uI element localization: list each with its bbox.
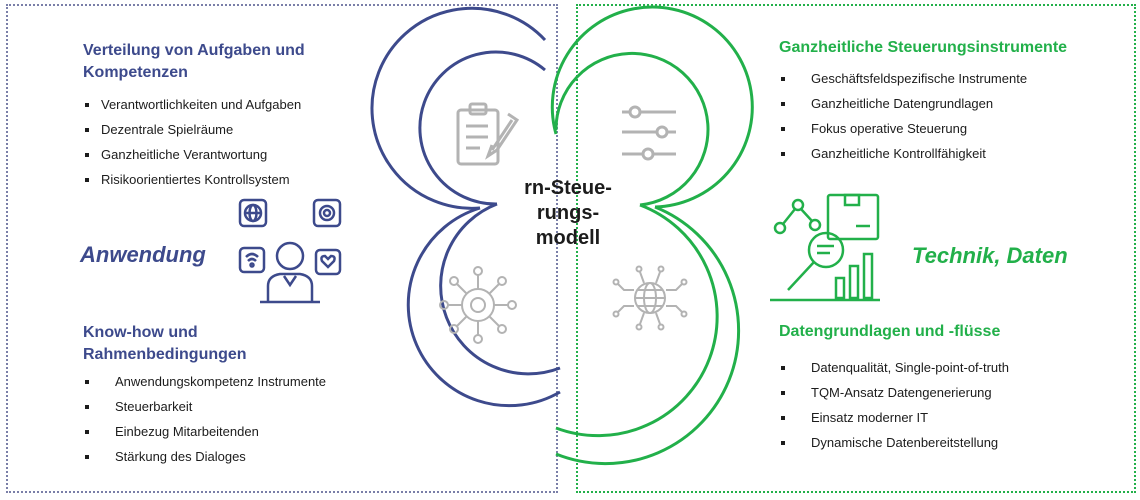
left-section2-title: Know-how und Rahmenbedingungen bbox=[83, 322, 247, 366]
list-item: TQM-Ansatz Datengenerierung bbox=[779, 380, 1009, 405]
list-item: Verantwortlichkeiten und Aufgaben bbox=[83, 92, 301, 117]
left-section2-list: Anwendungskompetenz Instrumente Steuerba… bbox=[83, 369, 326, 469]
right-panel-border bbox=[576, 4, 1136, 493]
left-section1-title-line2: Kompetenzen bbox=[83, 64, 188, 81]
center-model-label: rn-Steue- rungs- modell bbox=[488, 176, 648, 251]
list-item: Dezentrale Spielräume bbox=[83, 117, 301, 142]
list-item: Dynamische Datenbereitstellung bbox=[779, 430, 1009, 455]
sliders-icon bbox=[622, 105, 676, 161]
list-item: Anwendungskompetenz Instrumente bbox=[83, 369, 326, 394]
data-analysis-icon bbox=[770, 193, 880, 302]
list-item: Datenqualität, Single-point-of-truth bbox=[779, 355, 1009, 380]
right-section2-list: Datenqualität, Single-point-of-truth TQM… bbox=[779, 355, 1009, 455]
center-line2: rungs- bbox=[536, 202, 600, 224]
network-gear-icon bbox=[439, 266, 517, 344]
left-section1-list: Verantwortlichkeiten und Aufgaben Dezent… bbox=[83, 92, 301, 192]
right-section1-list: Geschäftsfeldspezifische Instrumente Gan… bbox=[779, 66, 1027, 166]
globe-circuit-icon bbox=[612, 265, 688, 331]
list-item: Ganzheitliche Verantwortung bbox=[83, 142, 301, 167]
left-section1-title-line1: Verteilung von Aufgaben und bbox=[83, 42, 305, 59]
left-section2-title-line1: Know-how und bbox=[83, 324, 198, 341]
left-label-anwendung: Anwendung bbox=[80, 242, 206, 267]
list-item: Steuerbarkeit bbox=[83, 394, 326, 419]
blue-left-shape bbox=[370, 6, 561, 408]
left-panel-border bbox=[6, 4, 558, 493]
right-section1-title: Ganzheitliche Steuerungsinstrumente bbox=[779, 39, 1068, 56]
list-item: Ganzheitliche Datengrundlagen bbox=[779, 91, 1027, 116]
list-item: Fokus operative Steuerung bbox=[779, 116, 1027, 141]
clipboard-pen-icon bbox=[456, 102, 520, 166]
list-item: Einsatz moderner IT bbox=[779, 405, 1009, 430]
list-item: Einbezug Mitarbeitenden bbox=[83, 419, 326, 444]
center-line3: modell bbox=[535, 227, 601, 249]
green-right-shape bbox=[550, 5, 754, 466]
list-item: Geschäftsfeldspezifische Instrumente bbox=[779, 66, 1027, 91]
person-with-icons bbox=[238, 198, 342, 304]
list-item: Risikoorientiertes Kontrollsystem bbox=[83, 167, 301, 192]
left-section2-title-line2: Rahmenbedingungen bbox=[83, 346, 247, 363]
list-item: Ganzheitliche Kontrollfähigkeit bbox=[779, 141, 1027, 166]
center-line1: rn-Steue- bbox=[524, 177, 612, 199]
left-section1-title: Verteilung von Aufgaben und Kompetenzen bbox=[83, 40, 305, 84]
list-item: Stärkung des Dialoges bbox=[83, 444, 326, 469]
right-section2-title: Datengrundlagen und -flüsse bbox=[779, 323, 1001, 340]
right-label-technik-daten: Technik, Daten bbox=[912, 243, 1068, 268]
